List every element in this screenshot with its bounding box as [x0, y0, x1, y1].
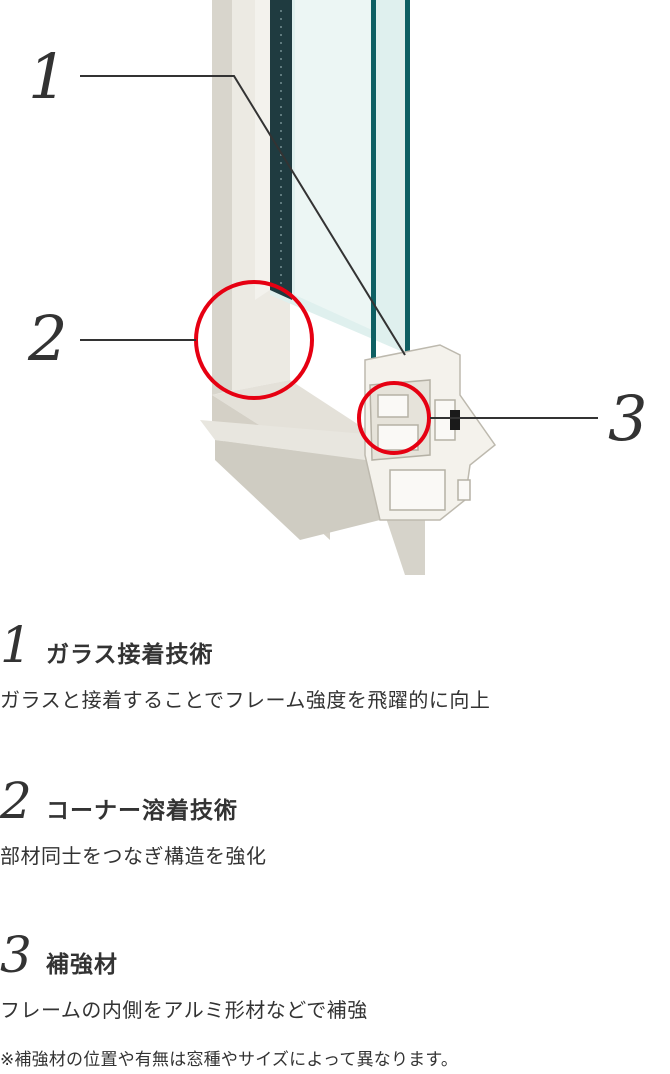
gasket	[450, 410, 460, 430]
feature-2-heading: 2 コーナー溶着技術	[0, 776, 670, 826]
footnote: ※補強材の位置や有無は窓種やサイズによって異なります。	[0, 1050, 459, 1070]
callout-number-1: 1	[28, 40, 67, 113]
feature-2-description: 部材同士をつなぎ構造を強化	[0, 844, 267, 868]
feature-3-number: 3	[0, 926, 32, 984]
callout-number-2: 2	[27, 302, 67, 375]
glass-edge-left	[371, 0, 376, 360]
feature-3: 3 補強材 フレームの内側をアルミ形材などで補強	[0, 930, 670, 1023]
feature-1-heading: 1 ガラス接着技術	[0, 620, 670, 670]
feature-1-title: ガラス接着技術	[46, 642, 214, 668]
feature-2-number: 2	[0, 772, 32, 830]
highlight-circle-3	[357, 381, 431, 455]
feature-3-title: 補強材	[46, 952, 118, 978]
feature-3-heading: 3 補強材	[0, 930, 670, 980]
feature-2: 2 コーナー溶着技術 部材同士をつなぎ構造を強化	[0, 776, 670, 869]
glass-pane-inner	[295, 0, 372, 330]
feature-1-description: ガラスと接着することでフレーム強度を飛躍的に向上	[0, 688, 491, 712]
feature-1-number: 1	[0, 616, 32, 674]
feature-3-description: フレームの内側をアルミ形材などで補強	[0, 998, 368, 1022]
glass-spacer	[270, 0, 292, 300]
feature-1: 1 ガラス接着技術 ガラスと接着することでフレーム強度を飛躍的に向上	[0, 620, 670, 713]
window-frame-illustration: 1 2 3	[27, 0, 647, 575]
glass-edge-right	[405, 0, 410, 365]
frame-inner-rebate	[255, 0, 270, 300]
leader-line-1	[80, 75, 406, 356]
feature-2-title: コーナー溶着技術	[46, 798, 238, 824]
callout-number-3: 3	[608, 382, 647, 455]
frame-left-jamb-shade	[212, 0, 232, 395]
